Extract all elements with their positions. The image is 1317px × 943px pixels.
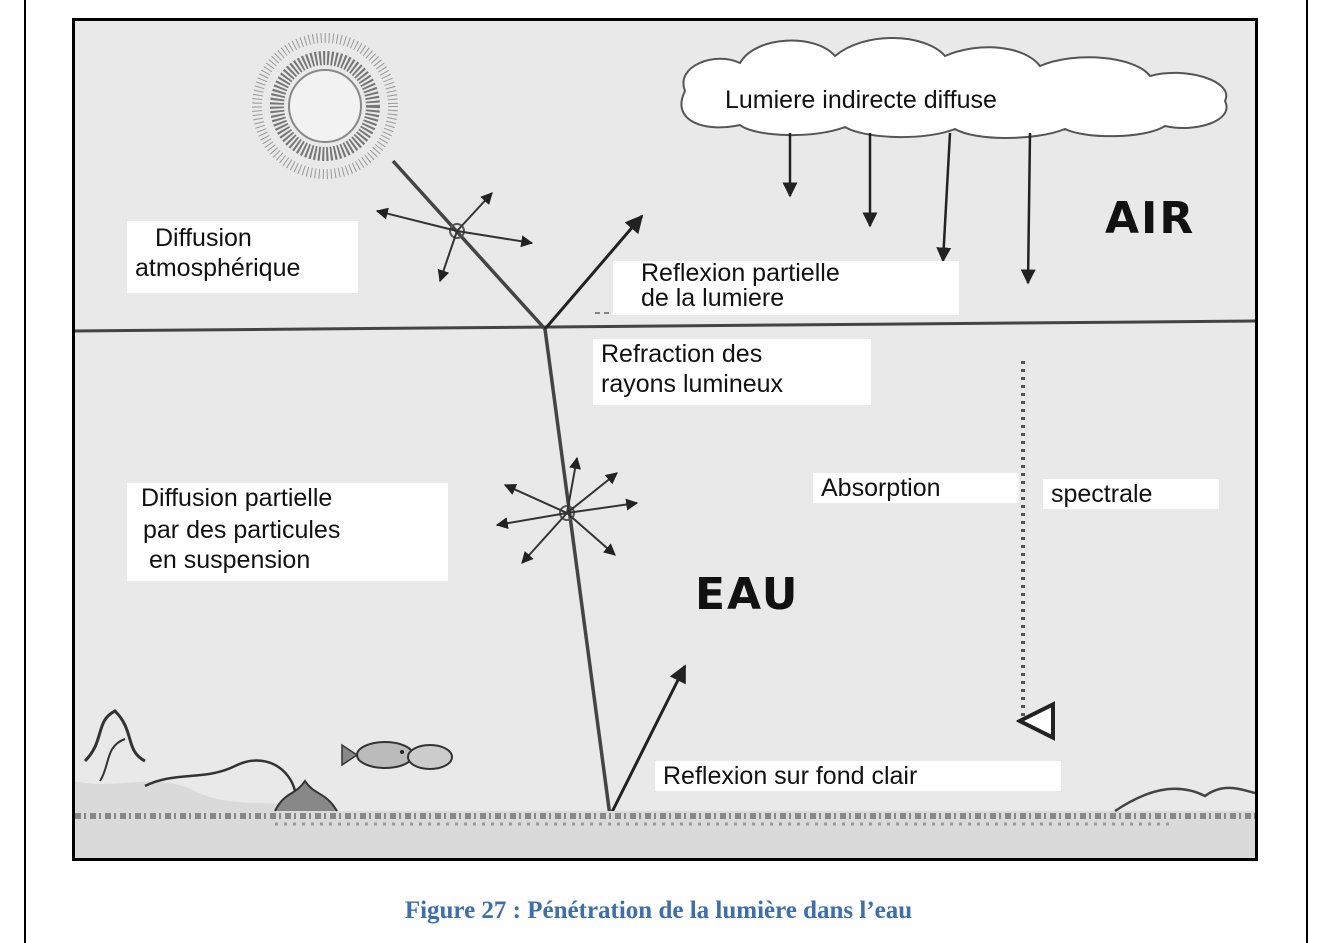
atmospheric-scatter-icon <box>377 193 532 281</box>
light-penetration-diagram: Lumiere indirecte diffuse Diffusion atmo… <box>72 18 1258 861</box>
label-atmospheric-diffusion-line1: Diffusion <box>135 223 350 253</box>
particle-scatter-icon <box>497 458 637 563</box>
bottom-reflected-ray <box>610 666 685 816</box>
seabed <box>75 781 1255 858</box>
sun-icon <box>257 38 393 174</box>
label-particle-diffusion-line3: en suspension <box>135 545 440 575</box>
label-spectral: spectrale <box>1043 479 1219 509</box>
diffuse-light-arrow-3 <box>943 133 950 261</box>
label-refraction-line2: rayons lumineux <box>601 369 863 399</box>
label-absorption: Absorption <box>813 473 1019 503</box>
diagram-canvas <box>75 21 1255 858</box>
label-refraction: Refraction des rayons lumineux <box>593 339 871 405</box>
diffuse-light-arrow-4 <box>1028 133 1030 283</box>
rocks-right <box>1115 788 1255 811</box>
label-refraction-line1: Refraction des <box>601 339 863 369</box>
figure-caption: Figure 27 : Pénétration de la lumière da… <box>0 897 1317 925</box>
label-particle-diffusion-line2: par des particules <box>135 515 440 545</box>
label-indirect-light: Lumiere indirecte diffuse <box>725 85 997 115</box>
label-partial-reflection-line2: de la lumiere <box>621 286 951 311</box>
label-bottom-reflection: Reflexion sur fond clair <box>655 761 1061 791</box>
label-atmospheric-diffusion-line2: atmosphérique <box>135 253 350 283</box>
zone-label-air: AIR <box>1105 193 1195 244</box>
fish-icon <box>342 742 452 769</box>
water-surface-line <box>75 321 1255 331</box>
incident-ray <box>393 161 545 329</box>
label-particle-diffusion: Diffusion partielle par des particules e… <box>127 483 448 581</box>
label-atmospheric-diffusion: Diffusion atmosphérique <box>127 221 358 293</box>
zone-label-water: EAU <box>695 569 799 620</box>
label-partial-reflection-line1: Reflexion partielle <box>621 261 951 286</box>
label-particle-diffusion-line1: Diffusion partielle <box>135 483 440 513</box>
label-partial-reflection: Reflexion partielle de la lumiere <box>613 261 959 315</box>
